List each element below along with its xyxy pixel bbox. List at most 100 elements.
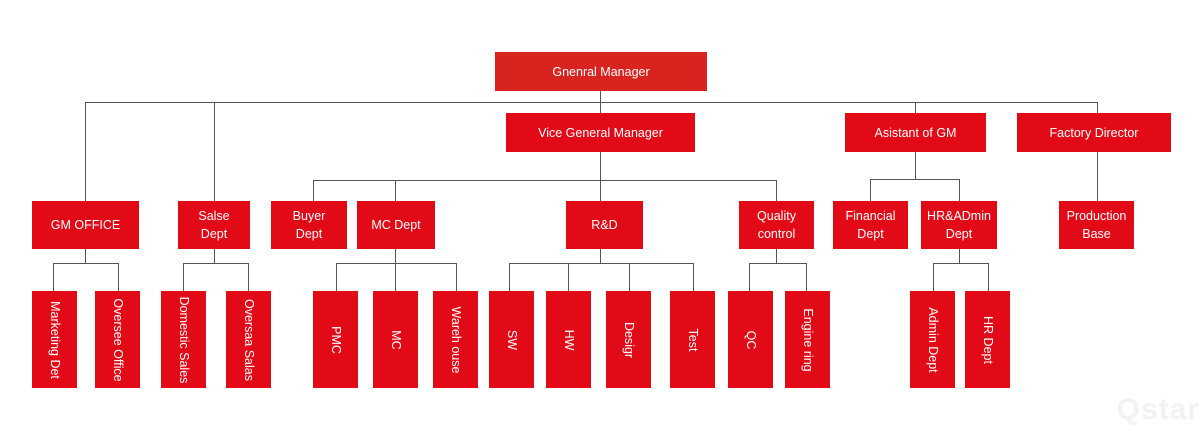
connector-line — [336, 263, 337, 291]
connector-line — [509, 263, 694, 264]
connector-line — [629, 263, 630, 291]
rd-label: R&D — [591, 218, 618, 232]
connector-line — [118, 263, 119, 291]
production-base-label: Production Base — [1066, 209, 1127, 241]
connector-line — [85, 102, 86, 201]
oversee-office-label: Oversee Office — [110, 297, 125, 382]
connector-line — [749, 263, 750, 291]
marketing-box: Marketing Det — [32, 291, 77, 388]
assistant-gm-box: Asistant of GM — [845, 113, 986, 152]
sales-dept-label: Salse Dept — [198, 209, 230, 241]
domestic-sales-box: Domestic Sales — [161, 291, 206, 388]
connector-line — [915, 102, 916, 113]
connector-line — [1097, 102, 1098, 113]
connector-line — [988, 263, 989, 291]
connector-line — [214, 102, 215, 201]
mc-dept-label: MC Dept — [371, 218, 421, 232]
watermark-logo: Qstar — [1116, 393, 1200, 426]
connector-line — [214, 249, 215, 263]
connector-line — [509, 263, 510, 291]
hw-box: HW — [546, 291, 591, 388]
sales-dept-box: Salse Dept — [178, 201, 250, 249]
overseas-sales-box: Oversaa Salas — [226, 291, 271, 388]
warehouse-label: Wareh ouse — [448, 306, 463, 373]
production-base-box: Production Base — [1059, 201, 1134, 249]
domestic-sales-label: Domestic Sales — [176, 296, 191, 383]
mc-label: MC — [388, 329, 403, 350]
quality-control-label: Quality control — [757, 209, 796, 241]
financial-dept-label: Financial Dept — [845, 209, 896, 241]
general-manager-box: Gnenral Manager — [495, 52, 707, 91]
connector-line — [933, 263, 934, 291]
warehouse-box: Wareh ouse — [433, 291, 478, 388]
assistant-gm-label: Asistant of GM — [874, 125, 957, 140]
connector-line — [568, 263, 569, 291]
connector-line — [600, 151, 601, 201]
connector-line — [959, 179, 960, 201]
connector-line — [183, 263, 249, 264]
pmc-label: PMC — [328, 325, 343, 354]
connector-line — [313, 180, 314, 201]
hr-admin-dept-box: HR&ADmin Dept — [921, 201, 997, 249]
connector-line — [600, 90, 601, 113]
connector-line — [776, 249, 777, 263]
marketing-label: Marketing Det — [47, 300, 62, 379]
design-box: Desigr — [606, 291, 651, 388]
engineering-label: Engine ring — [800, 307, 815, 372]
connector-line — [806, 263, 807, 291]
connector-line — [313, 180, 777, 181]
connector-line — [248, 263, 249, 291]
connector-line — [53, 263, 54, 291]
connector-line — [395, 180, 396, 201]
qc-box: QC — [728, 291, 773, 388]
connector-line — [85, 102, 1098, 103]
connector-line — [53, 263, 119, 264]
general-manager-label: Gnenral Manager — [552, 64, 650, 79]
buyer-dept-box: Buyer Dept — [271, 201, 347, 249]
connector-line — [915, 151, 916, 179]
factory-director-label: Factory Director — [1049, 125, 1139, 140]
gm-office-box: GM OFFICE — [32, 201, 139, 249]
connector-line — [456, 263, 457, 291]
connector-line — [693, 263, 694, 291]
vice-general-manager-label: Vice General Manager — [538, 125, 663, 140]
mc-dept-box: MC Dept — [357, 201, 435, 249]
engineering-box: Engine ring — [785, 291, 830, 388]
connector-line — [1097, 151, 1098, 201]
sw-label: SW — [504, 329, 519, 350]
test-box: Test — [670, 291, 715, 388]
connector-line — [749, 263, 807, 264]
connector-line — [395, 263, 396, 291]
connector-line — [959, 249, 960, 263]
hw-label: HW — [561, 329, 576, 350]
oversee-office-box: Oversee Office — [95, 291, 140, 388]
rd-box: R&D — [566, 201, 643, 249]
admin-dept-box: Admin Dept — [910, 291, 955, 388]
quality-control-box: Quality control — [739, 201, 814, 249]
admin-dept-label: Admin Dept — [925, 306, 940, 373]
connector-line — [183, 263, 184, 291]
vice-general-manager-box: Vice General Manager — [506, 113, 695, 152]
connector-line — [600, 249, 601, 263]
gm-office-label: GM OFFICE — [50, 218, 121, 232]
qc-label: QC — [743, 330, 758, 349]
mc-box: MC — [373, 291, 418, 388]
sw-box: SW — [489, 291, 534, 388]
hr-admin-dept-label: HR&ADmin Dept — [927, 209, 991, 241]
connector-line — [933, 263, 989, 264]
connector-line — [395, 249, 396, 263]
connector-line — [336, 263, 457, 264]
pmc-box: PMC — [313, 291, 358, 388]
overseas-sales-label: Oversaa Salas — [241, 298, 256, 381]
buyer-dept-label: Buyer Dept — [292, 209, 326, 241]
connector-line — [85, 249, 86, 263]
connector-line — [870, 179, 960, 180]
connector-line — [776, 180, 777, 201]
financial-dept-box: Financial Dept — [833, 201, 908, 249]
hr-dept-label: HR Dept — [980, 315, 995, 364]
design-label: Desigr — [621, 321, 636, 358]
test-label: Test — [685, 328, 700, 351]
factory-director-box: Factory Director — [1017, 113, 1171, 152]
connector-line — [870, 179, 871, 201]
